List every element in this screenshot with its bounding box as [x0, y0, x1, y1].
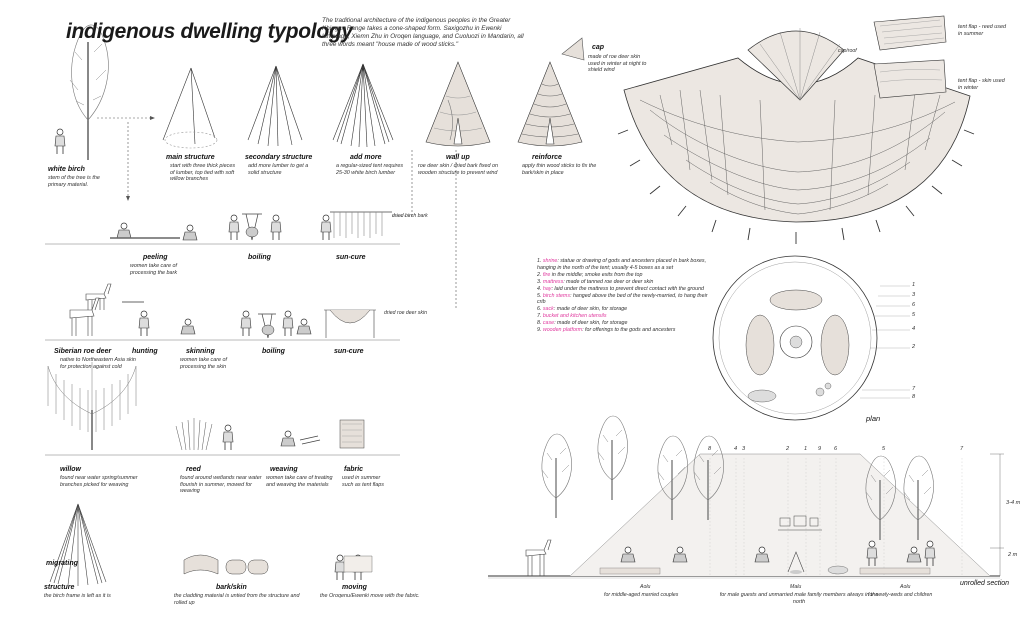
plan-label: plan	[866, 414, 881, 423]
section-num: 6	[834, 446, 838, 452]
step-1-label: main structure	[166, 154, 215, 161]
birch-tree-illustration	[54, 24, 109, 160]
step-3-label: add more	[350, 154, 382, 161]
step-5-sub: apply thin wood sticks to fix the bark/s…	[522, 163, 597, 176]
section-drawing	[488, 415, 1004, 579]
deer-processing-figures	[69, 283, 376, 339]
aolu-2-label: Aolu	[900, 584, 911, 590]
aolu-1-label: Aolu	[640, 584, 651, 590]
section-num: 5	[882, 446, 886, 452]
bark-skin-label: bark/skin	[216, 584, 247, 591]
reed-sub: found around wetlands near water flouris…	[180, 475, 262, 495]
row-ground-lines	[45, 243, 400, 456]
moving-sub: the Oroqenu/Ewenki move with the fabric.	[320, 593, 420, 599]
bark-processing-figures	[110, 211, 392, 241]
skinning-sub: women take care of processing the skin	[180, 357, 228, 370]
step-2-sub: add more lumber to get a solid structure	[248, 163, 309, 176]
fabric-label: fabric	[344, 466, 364, 473]
structure-sub: the birch frame is left as it is	[44, 593, 111, 599]
aolu-1-sub: for middle-aged married couples	[604, 592, 679, 598]
tent-steps	[162, 61, 583, 149]
step-4-sub: roe deer skin / dried bark fixed on wood…	[418, 163, 499, 176]
reed-label: reed	[186, 466, 201, 473]
plan-num: 5	[912, 312, 916, 318]
plan-num: 1	[912, 282, 916, 288]
bark-suncure-label: sun-cure	[336, 254, 366, 261]
bark-skin-sub: the cladding material is untied from the…	[174, 593, 300, 606]
intro-text: The traditional architecture of the indi…	[322, 17, 524, 48]
section-num: 9	[818, 446, 822, 452]
legend-item: 6. sack: made of deer skin, for storage	[537, 306, 628, 313]
legend-item: 8. case: made of deer skin, for storage	[537, 320, 628, 327]
structure-label: structure	[44, 584, 75, 591]
step-5-label: reinforce	[532, 154, 562, 161]
height-dim-2: 2 m	[1008, 552, 1018, 558]
tent-fabric-fan	[617, 15, 975, 244]
section-num: 4	[734, 446, 738, 452]
plan-num: 3	[912, 292, 916, 298]
section-num: 1	[804, 446, 808, 452]
tent-flap-winter-label: tent flap - skin used in winter	[958, 78, 1005, 91]
dried-bark-label: dried birch bark	[392, 213, 428, 219]
moving-label: moving	[342, 584, 367, 591]
section-num: 8	[708, 446, 712, 452]
deer-suncure-label: sun-cure	[334, 348, 364, 355]
section-label: unrolled section	[960, 580, 1010, 587]
step-4-label: wall up	[446, 154, 470, 161]
plan-drawing	[712, 255, 910, 421]
peeling-sub: women take care of processing the bark	[130, 263, 178, 276]
plan-legend: 1. shrine: statue or drawing of gods and…	[537, 258, 717, 334]
cap-sub: made of roe deer skin used in winter at …	[588, 54, 647, 74]
plan-num: 7	[912, 386, 916, 392]
weaving-label: weaving	[270, 466, 298, 473]
deer-sub: native to Northeastern Asia skin for pro…	[60, 357, 136, 370]
hunting-label: hunting	[132, 348, 158, 355]
dried-skin-label: dried roe deer skin	[384, 310, 427, 316]
step-1-sub: start with three thick pieces of lumber,…	[170, 163, 236, 183]
deer-label: Siberian roe deer	[54, 348, 112, 355]
height-dim-1: 3-4 m	[1006, 500, 1021, 506]
migrating-label: migrating	[46, 560, 78, 567]
deer-boiling-label: boiling	[262, 348, 285, 355]
page-title: indigenous dwelling typology	[66, 20, 353, 43]
peeling-label: peeling	[143, 254, 168, 261]
section-num: 7	[960, 446, 964, 452]
plan-num: 6	[912, 302, 916, 308]
skinning-label: skinning	[186, 348, 215, 355]
tent-cap-label: cap/roof	[838, 48, 857, 54]
legend-item: 9. wooden platform: for offerings to the…	[537, 327, 676, 334]
cap-illustration	[561, 37, 585, 61]
aolu-2-sub: for newly-weds and children	[868, 592, 933, 598]
flow-arrows	[97, 117, 457, 308]
cap-label: cap	[592, 44, 605, 51]
step-3-sub: a regular-sized tent requires 25-30 whit…	[336, 163, 404, 176]
legend-item: 2. fire in the middle; smoke exits from …	[537, 271, 643, 278]
willow-label: willow	[60, 466, 81, 473]
birch-label: white birch	[48, 166, 85, 173]
section-num: 3	[742, 446, 746, 452]
legend-item: 1. shrine: statue or drawing of gods and…	[537, 258, 707, 271]
section-num: 2	[786, 446, 790, 452]
legend-item: 5. birch stems: hanged above the bed of …	[537, 292, 708, 306]
malu-sub: for male guests and unmarried male famil…	[719, 592, 879, 605]
birch-sub: stem of the tree is the primary material…	[48, 175, 100, 188]
legend-item: 4. hay: laid under the mattress to preve…	[537, 285, 704, 292]
willow-sub: found near water spring/summer branches …	[60, 475, 138, 488]
plan-num: 4	[912, 326, 916, 332]
fabric-sub: used in summer such as tent flaps	[342, 475, 384, 488]
step-2-label: secondary structure	[245, 154, 313, 161]
migrating-figures	[49, 503, 373, 586]
plan-num: 8	[912, 394, 916, 400]
plan-num: 2	[912, 344, 916, 350]
bark-boiling-label: boiling	[248, 254, 271, 261]
legend-item: 7. bucket and kitchen utensils	[537, 313, 607, 320]
fabric-row-figures	[47, 362, 365, 451]
malu-label: Malu	[790, 584, 802, 590]
tent-flap-summer-label: tent flap - reed used in summer	[958, 24, 1006, 37]
legend-item: 3. mattress: made of tanned roe deer or …	[537, 278, 654, 285]
weaving-sub: women take care of treating and weaving …	[266, 475, 333, 488]
